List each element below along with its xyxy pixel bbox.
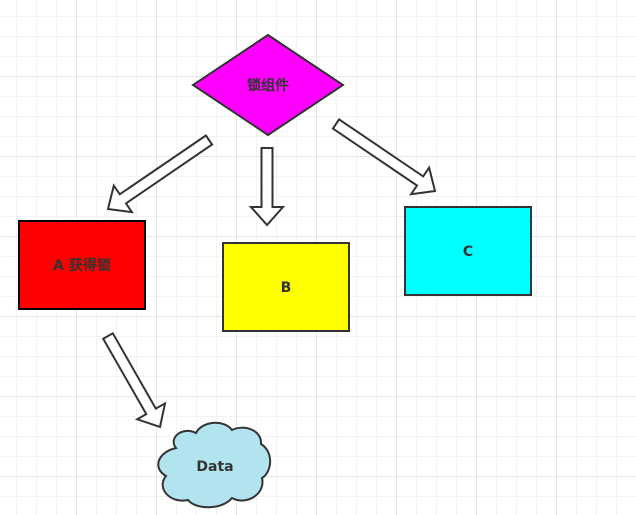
- node-a-label: A 获得锁: [53, 257, 111, 274]
- arrow-a-to-data: [101, 331, 167, 429]
- node-b-label: B: [281, 280, 292, 296]
- arrow-lock-to-c: [331, 118, 437, 196]
- node-a[interactable]: A 获得锁: [18, 220, 146, 310]
- node-b[interactable]: B: [222, 242, 350, 332]
- node-data[interactable]: Data: [157, 421, 272, 509]
- arrow-lock-to-a: [106, 134, 214, 214]
- data-label: Data: [196, 459, 233, 475]
- node-c[interactable]: C: [404, 206, 532, 296]
- node-a-box: [18, 220, 146, 310]
- arrow-lock-to-b: [248, 147, 286, 227]
- node-b-box: [222, 242, 350, 332]
- node-c-label: C: [463, 244, 473, 260]
- data-cloud-shape: [157, 421, 272, 509]
- lock-label: 锁组件: [247, 77, 289, 94]
- node-c-box: [404, 206, 532, 296]
- lock-diamond-shape: [191, 33, 345, 137]
- node-lock-component[interactable]: 锁组件: [191, 33, 345, 137]
